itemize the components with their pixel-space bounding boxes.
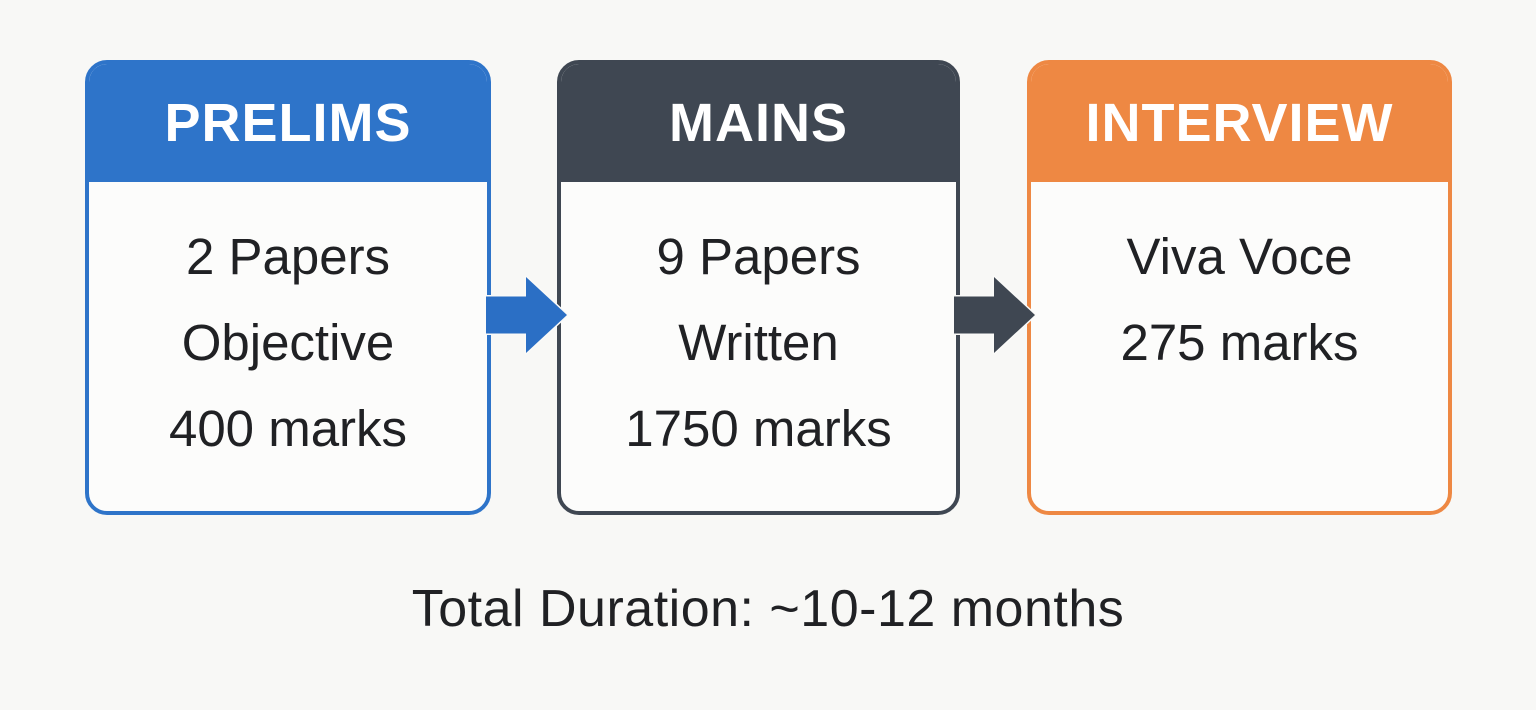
stage-body-prelims: 2 Papers Objective 400 marks <box>89 182 487 472</box>
stage-detail: 275 marks <box>1120 314 1359 371</box>
total-duration-caption: Total Duration: ~10-12 months <box>411 580 1125 638</box>
stage-card-mains: MAINS 9 Papers Written 1750 marks <box>557 60 960 515</box>
stage-detail: Written <box>678 314 839 371</box>
stage-detail: Objective <box>181 314 395 371</box>
stage-detail: 9 Papers <box>656 228 861 285</box>
right-arrow-shape <box>486 275 569 355</box>
right-arrow-shape <box>954 275 1037 355</box>
stage-detail: 2 Papers <box>185 228 391 285</box>
stage-header-mains: MAINS <box>561 64 956 182</box>
stage-body-interview: Viva Voce 275 marks <box>1031 182 1448 386</box>
stage-card-prelims: PRELIMS 2 Papers Objective 400 marks <box>85 60 491 515</box>
stage-title: MAINS <box>669 93 848 153</box>
stage-detail: 1750 marks <box>625 400 892 457</box>
right-arrow-icon <box>954 275 1037 355</box>
stage-detail: 400 marks <box>168 400 408 457</box>
right-arrow-icon <box>486 275 569 355</box>
stage-header-prelims: PRELIMS <box>89 64 487 182</box>
stage-detail: Viva Voce <box>1126 228 1353 285</box>
stage-title: PRELIMS <box>164 93 412 153</box>
stage-card-interview: INTERVIEW Viva Voce 275 marks <box>1027 60 1452 515</box>
stage-title: INTERVIEW <box>1085 93 1394 153</box>
stage-header-interview: INTERVIEW <box>1031 64 1448 182</box>
stage-body-mains: 9 Papers Written 1750 marks <box>561 182 956 472</box>
